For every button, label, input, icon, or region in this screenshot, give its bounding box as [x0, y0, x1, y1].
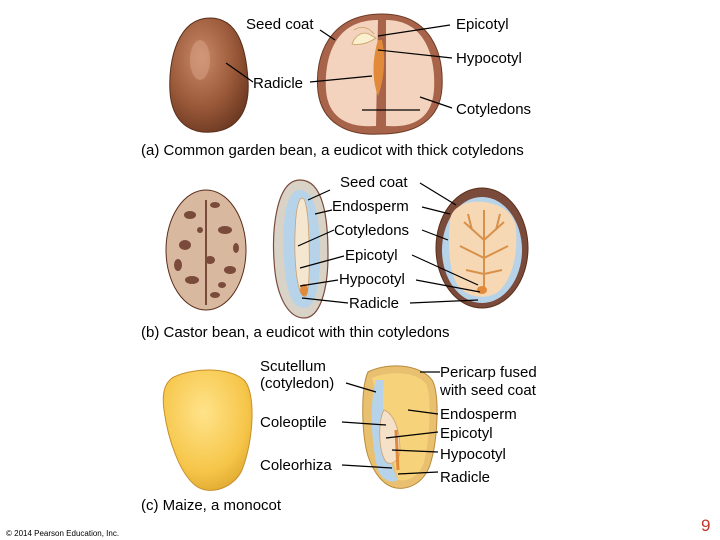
label-c-endosperm: Endosperm	[440, 406, 517, 423]
label-b-epicotyl: Epicotyl	[345, 247, 398, 264]
bean-whole-seed	[169, 17, 249, 133]
label-c-pericarp-cont: with seed coat	[440, 382, 536, 399]
label-a-hypocotyl: Hypocotyl	[456, 50, 522, 67]
label-a-epicotyl: Epicotyl	[456, 16, 509, 33]
label-c-coleoptile: Coleoptile	[260, 414, 327, 431]
label-b-cotyledons: Cotyledons	[334, 222, 410, 239]
cotyledon-veins	[459, 210, 509, 292]
castor-face-section	[435, 187, 529, 309]
copyright: © 2014 Pearson Education, Inc.	[6, 529, 120, 538]
bean-split-seed	[316, 13, 443, 135]
label-c-pericarp: Pericarp fused	[440, 364, 537, 381]
label-c-hypocotyl: Hypocotyl	[440, 446, 506, 463]
label-c-epicotyl: Epicotyl	[440, 425, 493, 442]
page-number: 9	[701, 516, 711, 535]
label-c-scutellum-note: (cotyledon)	[260, 375, 335, 392]
label-b-hypocotyl: Hypocotyl	[339, 271, 405, 288]
label-b-endosperm: Endosperm	[332, 198, 409, 215]
castor-side-section	[272, 179, 329, 319]
label-b-radicle: Radicle	[349, 295, 400, 312]
label-c-radicle: Radicle	[440, 469, 491, 486]
maize-whole-kernel	[162, 369, 253, 491]
caption-c: (c) Maize, a monocot	[141, 497, 282, 514]
maize-section	[362, 365, 438, 489]
label-c-coleorhiza: Coleorhiza	[260, 457, 332, 474]
caption-b: (b) Castor bean, a eudicot with thin cot…	[141, 324, 450, 341]
label-b-seed-coat: Seed coat	[340, 174, 408, 191]
label-c-scutellum: Scutellum	[260, 358, 326, 375]
label-a-radicle: Radicle	[253, 75, 304, 92]
caption-a: (a) Common garden bean, a eudicot with t…	[141, 142, 524, 159]
bean-hypocotyl-shape	[373, 40, 385, 96]
castor-whole-seed	[165, 189, 247, 311]
label-a-seed-coat: Seed coat	[246, 16, 314, 33]
label-a-cotyledons: Cotyledons	[456, 101, 532, 118]
